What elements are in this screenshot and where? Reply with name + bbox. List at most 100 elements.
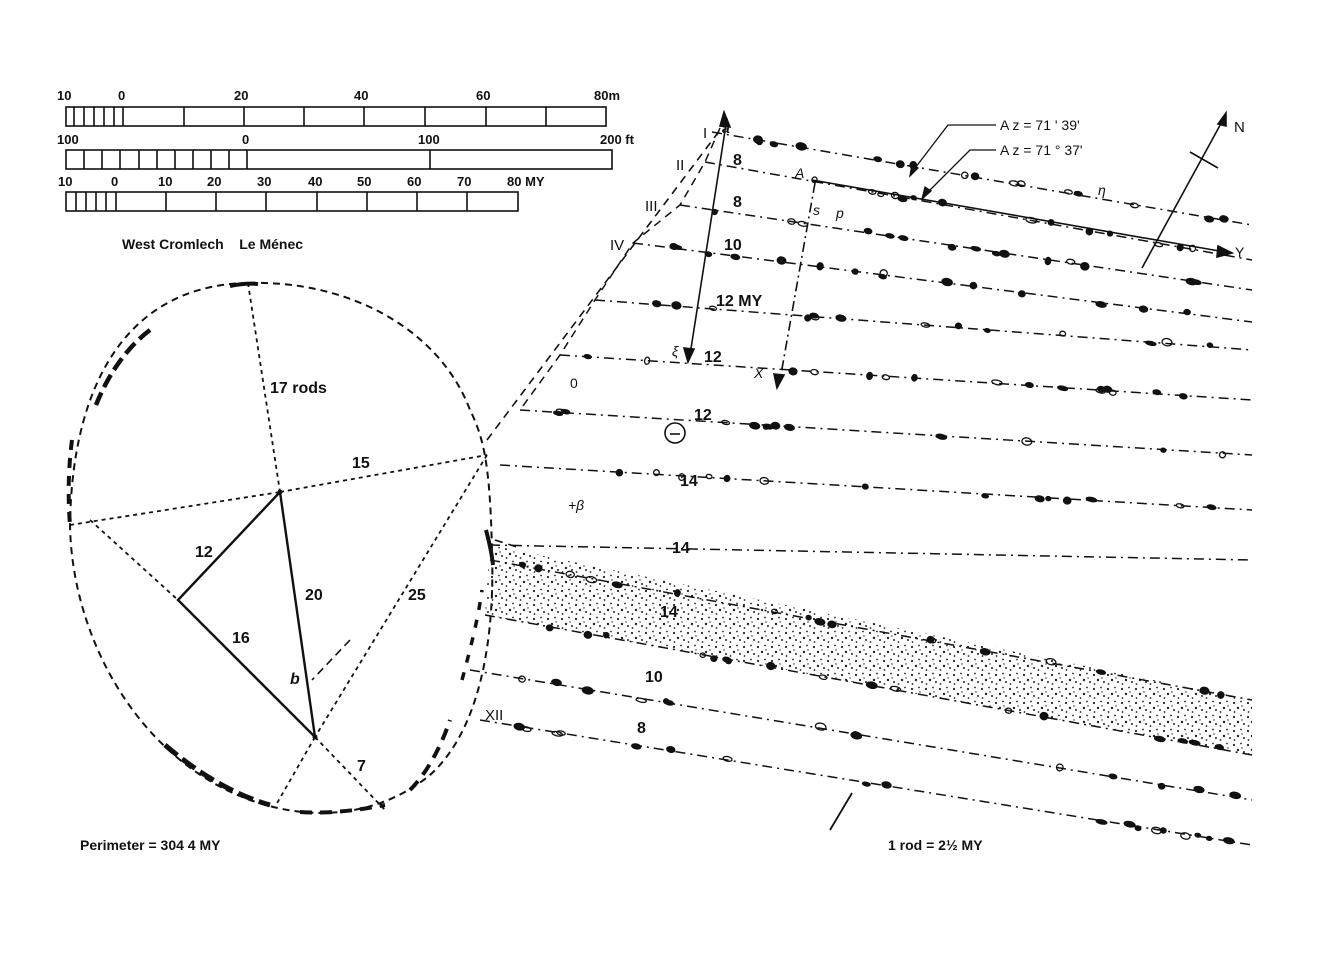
standing-stone <box>920 322 931 328</box>
standing-stone <box>937 198 947 207</box>
standing-stone <box>851 268 859 275</box>
standing-stone <box>1190 279 1202 286</box>
standing-stone <box>631 743 642 750</box>
x-label: X <box>753 365 764 381</box>
standing-stone <box>1085 496 1098 503</box>
standing-stone <box>1024 381 1034 389</box>
scale-ticks-feet <box>83 150 431 169</box>
standing-stone <box>810 368 819 376</box>
standing-stone <box>960 171 969 180</box>
standing-stone <box>1045 657 1057 666</box>
standing-stone <box>721 419 731 426</box>
standing-stone <box>723 474 731 483</box>
alignments: N A z = 71 ' 39' A z = 71 ° 37' Y X a A … <box>469 109 1253 853</box>
construction-bottom <box>275 736 316 806</box>
scale-caption: West Cromlech Le Ménec <box>122 236 303 252</box>
standing-stone <box>1095 300 1107 308</box>
standing-stone <box>769 141 779 148</box>
spacing-label-8: 14 <box>672 540 690 557</box>
scale-metres-label-1: 0 <box>118 88 125 103</box>
scale-metres-label-3: 40 <box>354 88 368 103</box>
standing-stone <box>805 614 812 621</box>
standing-stone <box>861 483 869 490</box>
scale-my-label-9: 80 MY <box>507 174 545 189</box>
standing-stone <box>885 233 895 239</box>
rod-note: 1 rod = 2½ MY <box>888 837 983 853</box>
scale-labels: 10 0 20 40 60 80m 100 0 100 200 ft 10 0 … <box>57 88 635 189</box>
standing-stone <box>811 176 818 184</box>
standing-stone <box>1004 707 1013 714</box>
standing-stone <box>1145 340 1157 347</box>
standing-stone <box>722 755 733 762</box>
radius-7 <box>314 736 386 811</box>
spacing-label-2: 8 <box>733 194 742 211</box>
spacing-label-3: 10 <box>724 237 742 254</box>
label-15: 15 <box>352 455 370 472</box>
scale-my-label-5: 40 <box>308 174 322 189</box>
label-17-rods: 17 rods <box>270 380 327 397</box>
scale-bar-feet <box>65 149 613 170</box>
standing-stone <box>1206 504 1217 511</box>
spacing-label-6: 12 <box>694 407 712 424</box>
standing-stone <box>1102 385 1113 393</box>
spacing-label-7: 14 <box>680 473 698 490</box>
standing-stone <box>1047 219 1055 226</box>
standing-stone <box>749 421 761 430</box>
standing-stone <box>1188 244 1197 253</box>
standing-stone <box>783 423 795 431</box>
spacing-label-1: 8 <box>733 152 742 169</box>
point-a: a <box>722 120 730 136</box>
standing-stone <box>954 322 963 330</box>
standing-stone <box>1229 791 1242 800</box>
scale-ticks-my <box>75 192 468 211</box>
scale-metres-label-4: 60 <box>476 88 490 103</box>
standing-stone <box>981 493 990 499</box>
standing-stone <box>1178 393 1188 400</box>
scale-metres-label-2: 20 <box>234 88 248 103</box>
standing-stone <box>910 195 917 201</box>
standing-stone <box>1080 262 1090 271</box>
standing-stone <box>710 655 718 662</box>
spacing-label-5: 12 <box>704 349 722 366</box>
spacing-label-9: 14 <box>660 604 678 621</box>
spacing-label-4: 12 MY <box>716 293 763 310</box>
standing-stone <box>970 245 982 252</box>
scale-bar-my <box>65 191 519 212</box>
standing-stone <box>581 686 594 695</box>
alignment-row-line-7 <box>519 409 1253 456</box>
standing-stone <box>873 156 883 163</box>
standing-stone <box>1057 385 1069 392</box>
standing-stone <box>795 142 807 151</box>
standing-stone <box>1199 686 1210 695</box>
xi-axis <box>689 117 728 356</box>
standing-stone <box>1161 337 1173 347</box>
scale-my-label-1: 0 <box>111 174 118 189</box>
standing-stone <box>652 469 660 477</box>
standing-stone <box>935 433 948 440</box>
north-label: N <box>1234 119 1245 136</box>
scale-my-label-6: 50 <box>357 174 371 189</box>
standing-stone <box>926 635 935 644</box>
standing-stone <box>583 630 593 639</box>
standing-stone <box>881 781 892 789</box>
diameter-left <box>69 491 281 526</box>
standing-stone <box>1073 190 1083 197</box>
standing-stone <box>1016 180 1026 188</box>
standing-stone <box>991 379 1003 386</box>
standing-stone <box>711 208 718 216</box>
standing-stone <box>1175 503 1185 509</box>
standing-stone <box>1039 711 1049 721</box>
standing-stone <box>818 674 828 681</box>
standing-stone <box>1034 495 1045 503</box>
standing-stone <box>947 243 957 251</box>
standing-stone <box>611 581 623 589</box>
standing-stone <box>816 262 824 271</box>
label-16: 16 <box>232 630 250 647</box>
scale-metres-label-0: 10 <box>57 88 71 103</box>
standing-stone <box>970 172 980 181</box>
standing-stone <box>941 277 953 287</box>
standing-stone <box>585 575 598 584</box>
spacing-label-11: 8 <box>637 720 646 737</box>
